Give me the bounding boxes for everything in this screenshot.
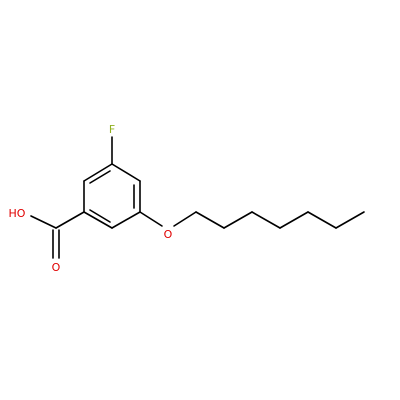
bond-layer [30, 136, 365, 259]
bond-ring-ether-oxygen [139, 211, 163, 227]
carbonyl-oxygen-label: O [52, 261, 61, 274]
chain-bond-1 [195, 211, 225, 229]
ether-oxygen-label: O [164, 228, 173, 241]
ring-bond-c4-c5 [83, 211, 113, 229]
chain-bond-6 [335, 211, 365, 229]
fluorine-label: F [109, 123, 115, 136]
ring-bond-c1-c2 [111, 163, 141, 182]
hydroxyl-label: HO [9, 207, 26, 220]
aromatic-inner-bond-c4-c5 [89, 209, 111, 223]
ring-bond-c3-c4 [111, 211, 141, 229]
aromatic-inner-bond-c6-c1 [89, 170, 111, 184]
bond-ether-oxygen-chain [173, 211, 197, 227]
bond-ring-carboxyl-carbon [55, 211, 85, 229]
atom-label-layer: F HO O O [9, 123, 173, 274]
chain-bond-2 [223, 211, 253, 229]
chain-bond-5 [307, 211, 337, 229]
ring-bond-c6-c1 [83, 163, 113, 182]
bond-carboxyl-hydroxyl [30, 215, 57, 229]
chain-bond-4 [279, 211, 309, 229]
chain-bond-3 [251, 211, 281, 229]
